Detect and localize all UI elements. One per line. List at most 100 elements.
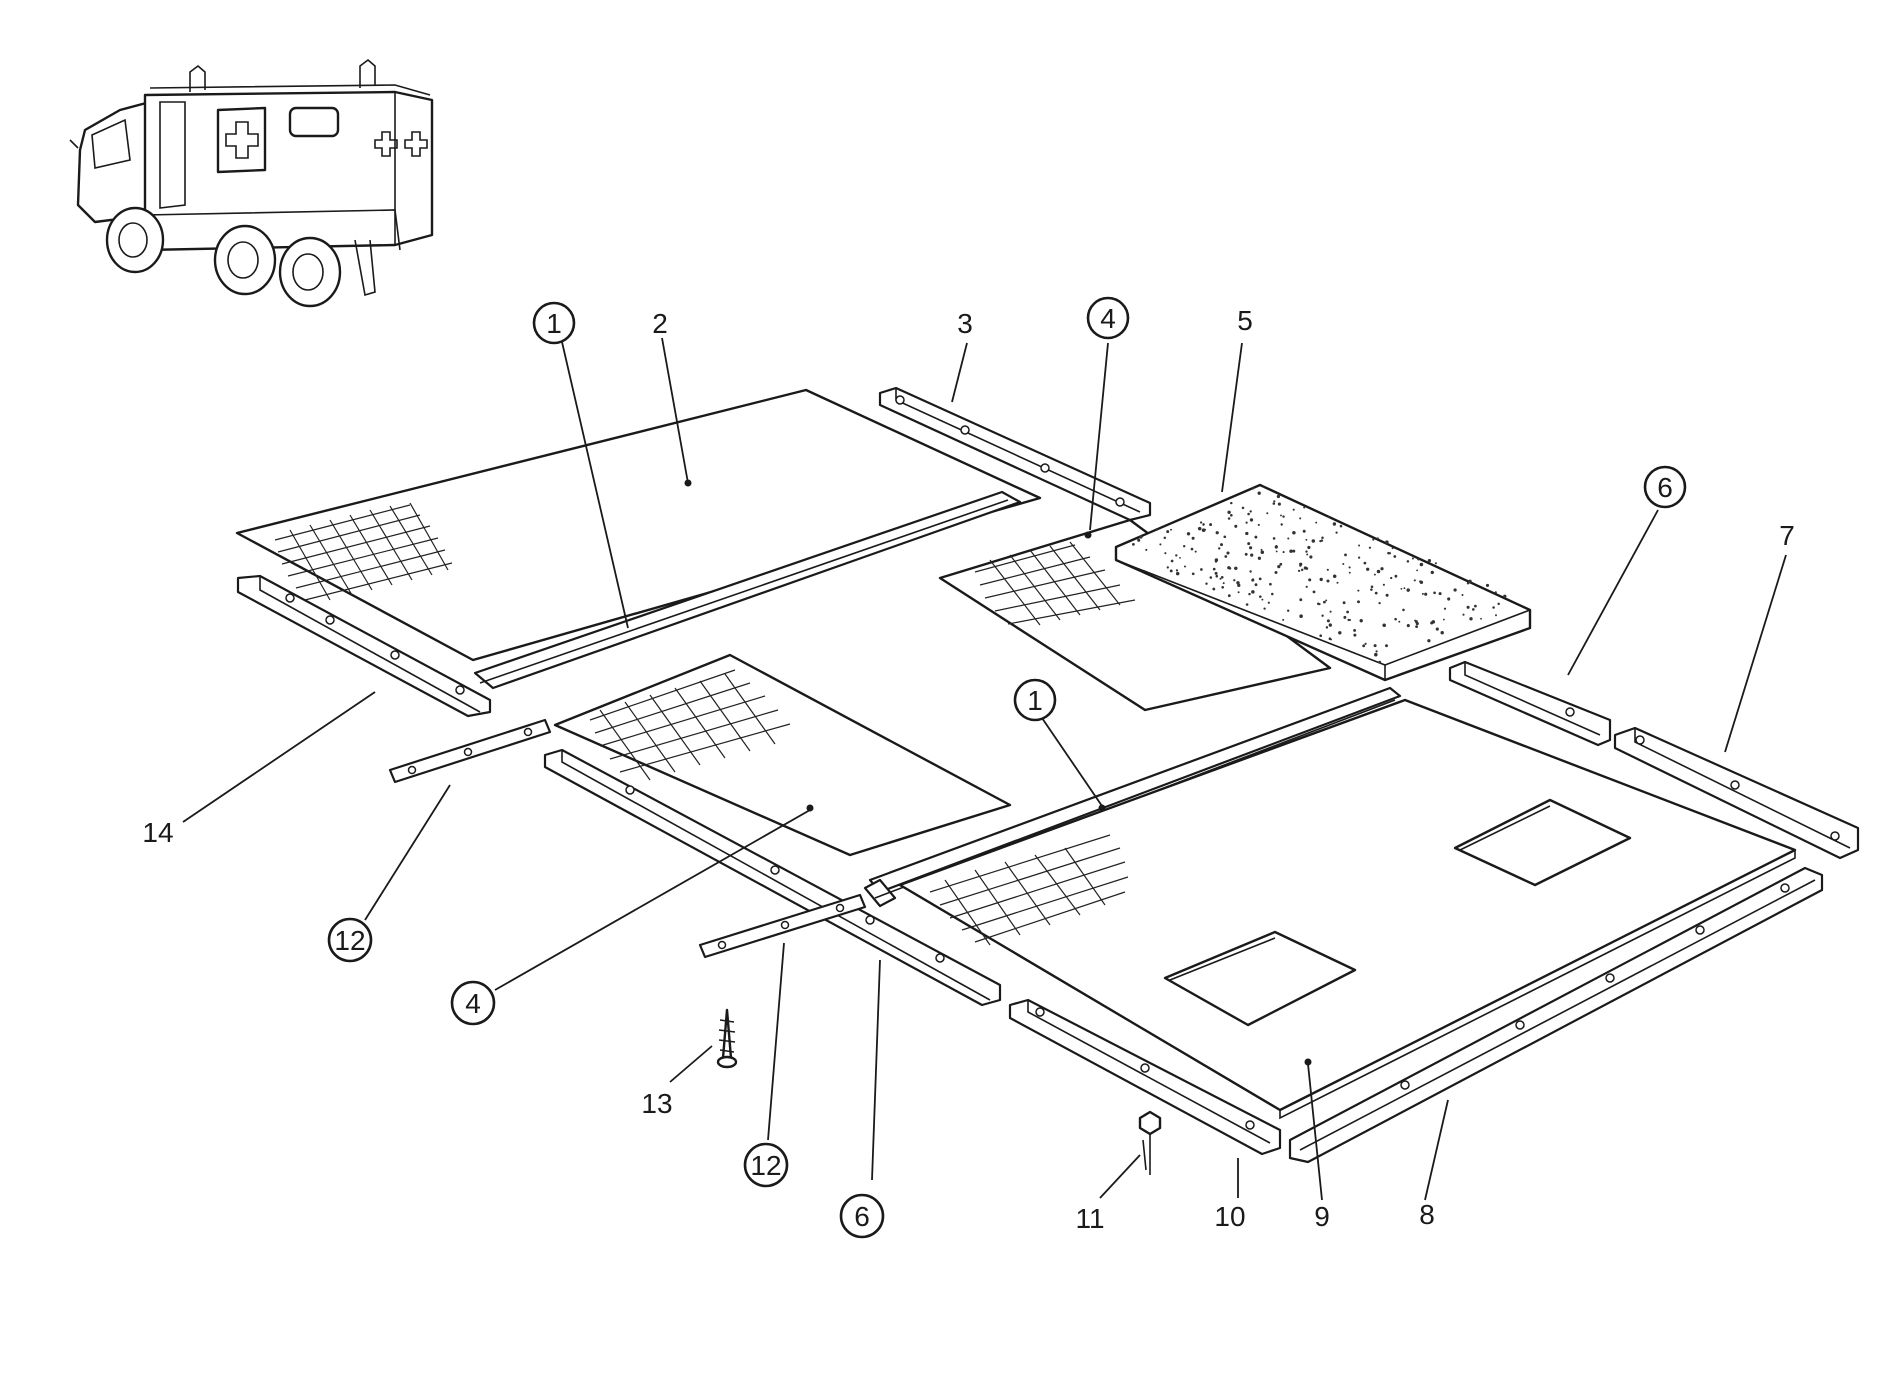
- speckle: [1373, 644, 1377, 648]
- speckle: [1191, 572, 1195, 576]
- speckle: [1175, 571, 1180, 576]
- speckle: [1394, 617, 1397, 621]
- callout-9: 9: [1314, 1201, 1330, 1232]
- speckle: [1292, 531, 1296, 535]
- callout-1-lower: 1: [1013, 678, 1057, 722]
- speckle: [1250, 553, 1254, 557]
- speckle: [1215, 574, 1219, 578]
- speckle: [1248, 592, 1251, 596]
- speckle: [1326, 579, 1330, 583]
- speckle: [1419, 562, 1424, 567]
- speckle: [1332, 522, 1337, 526]
- speckle: [1375, 650, 1378, 653]
- speckle: [1358, 544, 1361, 547]
- speckle: [1391, 547, 1394, 550]
- speckle: [1263, 607, 1266, 610]
- svg-text:14: 14: [142, 817, 173, 848]
- connector-bar-left: [388, 718, 552, 784]
- speckle: [1376, 569, 1381, 574]
- speckle: [1347, 618, 1350, 622]
- top-rail: [878, 386, 1152, 522]
- speckle: [1474, 604, 1477, 608]
- speckle: [1332, 574, 1337, 579]
- speckle: [1219, 577, 1222, 580]
- speckle: [1376, 537, 1379, 540]
- speckle: [1299, 562, 1303, 566]
- speckle: [1374, 591, 1378, 595]
- speckle: [1254, 583, 1258, 587]
- speckle: [1247, 512, 1250, 516]
- callout-8: 8: [1419, 1199, 1435, 1230]
- svg-text:6: 6: [1657, 472, 1673, 503]
- speckle: [1330, 638, 1333, 641]
- speckle: [1194, 550, 1197, 553]
- speckle: [1325, 599, 1328, 602]
- speckle: [1393, 555, 1397, 558]
- speckle: [1132, 543, 1135, 546]
- speckle: [1421, 592, 1424, 595]
- speckle: [1305, 538, 1308, 541]
- speckle: [1326, 619, 1330, 623]
- floor-panel-mid-upper: [938, 518, 1332, 712]
- speckle: [1227, 594, 1231, 598]
- speckle: [1209, 576, 1213, 579]
- speckle: [1339, 524, 1343, 528]
- mesh-texture: [274, 502, 453, 601]
- speckle: [1201, 528, 1206, 532]
- speckle: [1336, 581, 1339, 584]
- speckle: [1378, 660, 1382, 664]
- speckle: [1247, 542, 1251, 546]
- speckle: [1468, 579, 1472, 584]
- speckle: [1469, 617, 1473, 621]
- speckle: [1222, 582, 1225, 585]
- speckle: [1175, 569, 1179, 572]
- speckle: [1321, 614, 1324, 617]
- svg-text:12: 12: [750, 1150, 781, 1181]
- speckle: [1226, 551, 1230, 555]
- speckle: [1348, 571, 1351, 574]
- speckle: [1252, 578, 1255, 581]
- speckle: [1266, 512, 1269, 515]
- speckle: [1385, 644, 1388, 648]
- speckle: [1271, 592, 1274, 596]
- svg-text:9: 9: [1314, 1201, 1330, 1232]
- speckle: [1280, 523, 1283, 526]
- speckle: [1442, 618, 1445, 621]
- speckle: [1382, 583, 1385, 586]
- speckle: [1139, 535, 1143, 539]
- speckle: [1227, 517, 1231, 520]
- speckle: [1492, 606, 1495, 609]
- speckle: [1292, 508, 1295, 511]
- speckle: [1443, 607, 1447, 610]
- speckle: [1234, 566, 1238, 571]
- speckle: [1434, 562, 1437, 565]
- speckle: [1218, 547, 1221, 550]
- speckle: [1251, 590, 1255, 594]
- speckle: [1406, 624, 1410, 628]
- svg-text:2: 2: [652, 308, 668, 339]
- joint-strip-upper: [473, 490, 1022, 690]
- speckle: [1186, 532, 1191, 536]
- speckle: [1230, 501, 1233, 505]
- callout-11: 11: [1075, 1203, 1104, 1234]
- speckle: [1166, 530, 1170, 534]
- speckle: [1382, 623, 1386, 628]
- svg-text:10: 10: [1214, 1201, 1245, 1232]
- speckle: [1254, 535, 1258, 539]
- floor-panel-main-right: [898, 698, 1797, 1120]
- end-rail-right: [1613, 726, 1860, 860]
- speckle: [1260, 548, 1263, 551]
- speckle: [1394, 574, 1398, 578]
- callout-10: 10: [1214, 1201, 1245, 1232]
- speckle: [1309, 555, 1313, 559]
- speckle: [1325, 626, 1329, 629]
- speckle: [1328, 623, 1332, 627]
- insulation-board: [1114, 483, 1532, 682]
- speckle: [1155, 528, 1159, 531]
- speckle: [1282, 551, 1285, 554]
- mesh-texture: [589, 669, 791, 781]
- callout-6-lower: 6: [839, 1193, 885, 1239]
- speckle: [1220, 543, 1223, 547]
- speckle: [1438, 592, 1442, 596]
- speckle: [1311, 539, 1316, 543]
